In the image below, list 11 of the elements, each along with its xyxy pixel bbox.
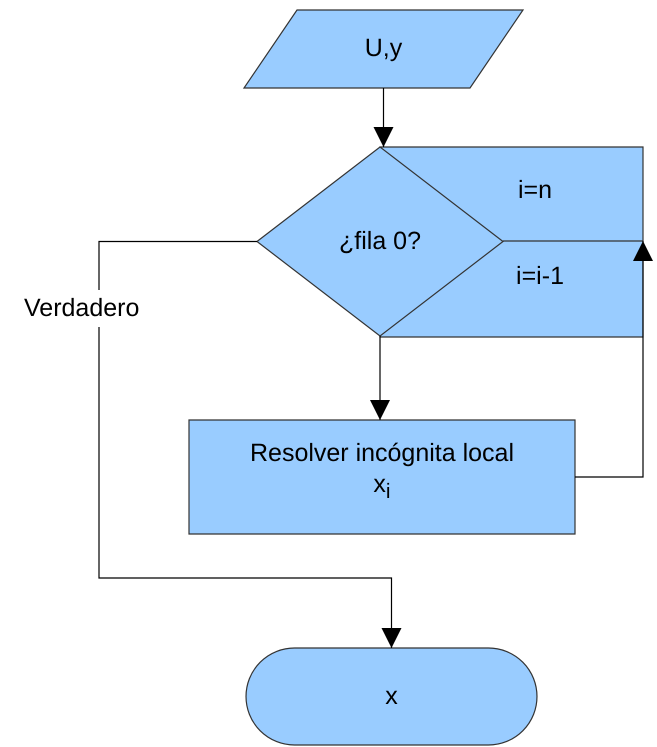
node-text: i=i-1 (515, 261, 565, 292)
arrow (374, 88, 394, 147)
arrow (98, 240, 402, 648)
arrow (575, 241, 653, 478)
node-text: ¿fila 0? (338, 226, 422, 256)
edge-label: Verdadero (24, 290, 140, 327)
arrow (370, 336, 390, 420)
node-text: Resolver incógnita local x$_{i}$ (249, 438, 515, 506)
node-text: i=n (516, 175, 554, 206)
node-text: x (384, 680, 399, 712)
node-text: U,y (364, 33, 404, 64)
